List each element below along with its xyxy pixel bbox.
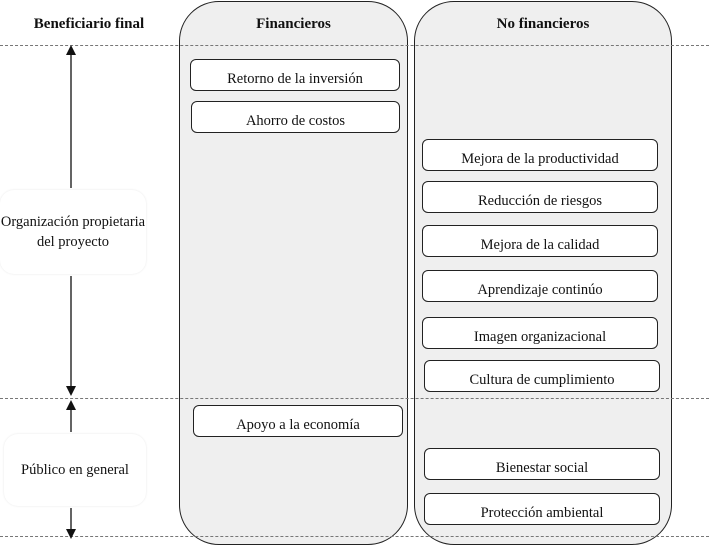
item-risk-reduction: Reducción de riesgos bbox=[422, 181, 658, 213]
item-cost-savings: Ahorro de costos bbox=[191, 101, 400, 133]
header-nonfinancial: No financieros bbox=[496, 16, 590, 32]
header-financial: Financieros bbox=[256, 16, 331, 32]
financial-column bbox=[179, 1, 408, 545]
item-social-welfare: Bienestar social bbox=[424, 448, 660, 480]
item-image: Imagen organizacional bbox=[422, 317, 658, 349]
item-environment: Protección ambiental bbox=[424, 493, 660, 525]
item-compliance: Cultura de cumplimiento bbox=[424, 360, 660, 392]
beneficiary-public: Público en general bbox=[4, 434, 146, 506]
item-quality: Mejora de la calidad bbox=[422, 225, 658, 257]
item-learning: Aprendizaje continúo bbox=[422, 270, 658, 302]
separator-bottom bbox=[0, 536, 709, 537]
beneficiary-organization: Organización propietaria del proyecto bbox=[0, 190, 146, 274]
item-economy-support: Apoyo a la economía bbox=[193, 405, 403, 437]
separator-middle bbox=[0, 398, 709, 399]
separator-top bbox=[0, 45, 709, 46]
item-roi: Retorno de la inversión bbox=[190, 59, 400, 91]
header-beneficiary: Beneficiario final bbox=[33, 16, 145, 32]
item-productivity: Mejora de la productividad bbox=[422, 139, 658, 171]
